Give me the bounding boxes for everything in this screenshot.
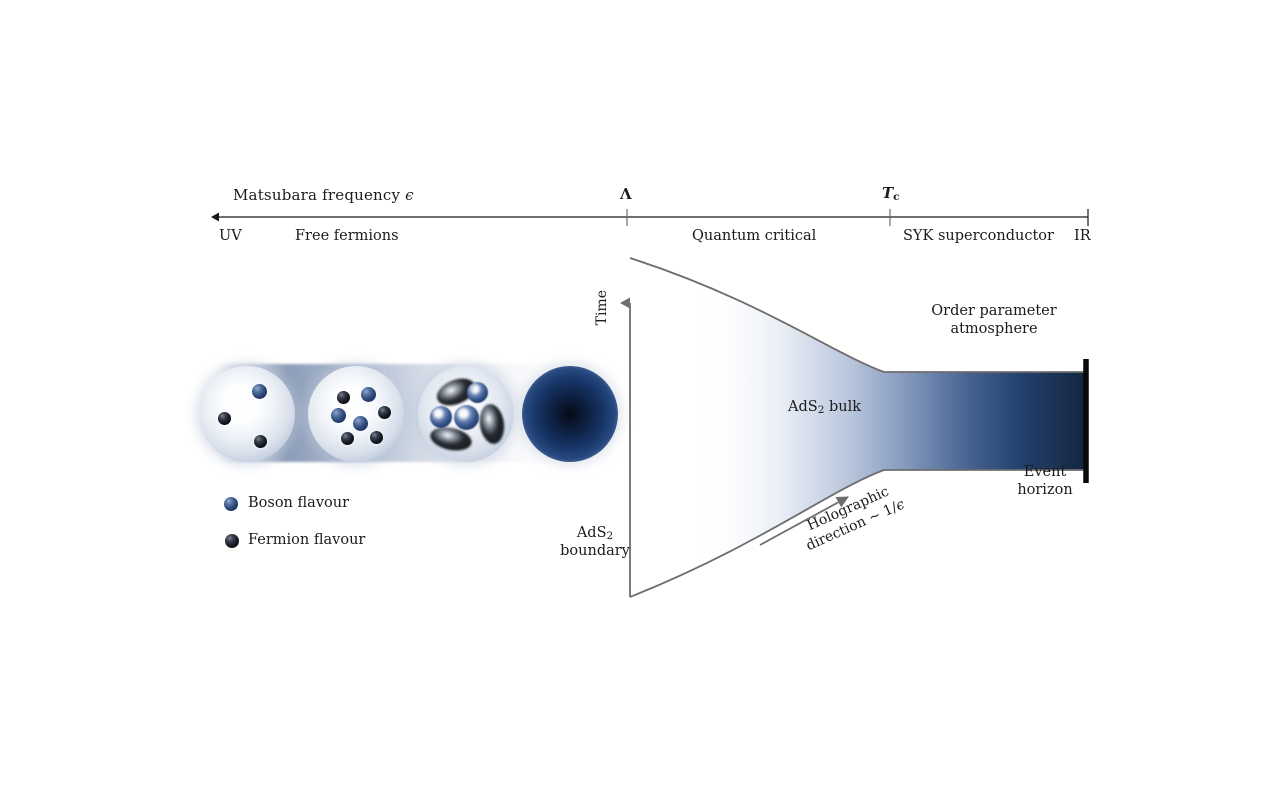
- boson-particle: [252, 384, 267, 399]
- region-label-free-fermions: Free fermions: [295, 228, 399, 244]
- ads2-boundary-text2: boundary: [560, 542, 630, 559]
- legend-dot-fermion: [225, 534, 239, 548]
- legend-label-boson: Boson flavour: [248, 495, 350, 511]
- tc-symbol: T: [882, 184, 894, 202]
- axis-title: Matsubara frequency ϵ: [233, 186, 414, 204]
- bound-pair: [477, 402, 507, 446]
- ads2-boundary-text: AdS: [576, 525, 607, 541]
- region-label-syk-superconductor: SYK superconductor: [903, 228, 1054, 244]
- fermion-particle: [254, 435, 267, 448]
- boson-particle: [331, 408, 346, 423]
- axis-label-uv: UV: [219, 228, 242, 244]
- sphere-condensed: [522, 366, 618, 462]
- boson-ring: [454, 405, 479, 430]
- ads2-bulk-tail: bulk: [824, 399, 862, 415]
- fermion-particle: [337, 391, 350, 404]
- sphere-paired: [418, 366, 514, 462]
- flavour-sphere-row: [195, 356, 620, 472]
- order-parameter-atmosphere-label: Order parameter atmosphere: [929, 303, 1059, 338]
- event-horizon-line2: horizon: [1017, 481, 1073, 498]
- time-axis-label: Time: [594, 290, 610, 326]
- fermion-particle: [218, 412, 231, 425]
- boson-ring: [430, 406, 452, 428]
- region-label-quantum-critical: Quantum critical: [692, 228, 817, 244]
- epsilon-symbol: ϵ: [405, 186, 414, 204]
- axis-title-text: Matsubara frequency: [233, 186, 401, 204]
- ads2-boundary-subscript: 2: [606, 530, 614, 542]
- holographic-direction-label: Holographic direction ~ 1/ϵ: [781, 473, 923, 562]
- tc-subscript: c: [893, 191, 900, 203]
- order-parameter-line1: Order parameter: [931, 303, 1057, 319]
- boson-ring: [467, 382, 488, 403]
- ads2-bulk-subscript: 2: [817, 404, 825, 416]
- ads2-boundary-label: AdS2 boundary: [550, 525, 640, 560]
- event-horizon-line1: Event: [1023, 464, 1067, 480]
- tick-label-lambda: Λ: [620, 185, 632, 203]
- boson-particle: [361, 387, 376, 402]
- order-parameter-line2: atmosphere: [950, 320, 1038, 337]
- legend-dot-boson: [224, 497, 238, 511]
- ads2-bulk-text: AdS: [788, 399, 818, 415]
- fermion-particle: [370, 431, 383, 444]
- fermion-particle: [341, 432, 354, 445]
- legend-label-fermion: Fermion flavour: [248, 532, 366, 548]
- fermion-particle: [378, 406, 391, 419]
- sphere-dense: [308, 366, 404, 462]
- tick-label-tc: Tc: [882, 184, 900, 203]
- ads2-bulk-label: AdS2 bulk: [788, 399, 861, 417]
- axis-label-ir: IR: [1074, 228, 1091, 244]
- boson-particle: [353, 416, 368, 431]
- event-horizon-label: Event horizon: [1013, 464, 1077, 499]
- sphere-free: [199, 366, 295, 462]
